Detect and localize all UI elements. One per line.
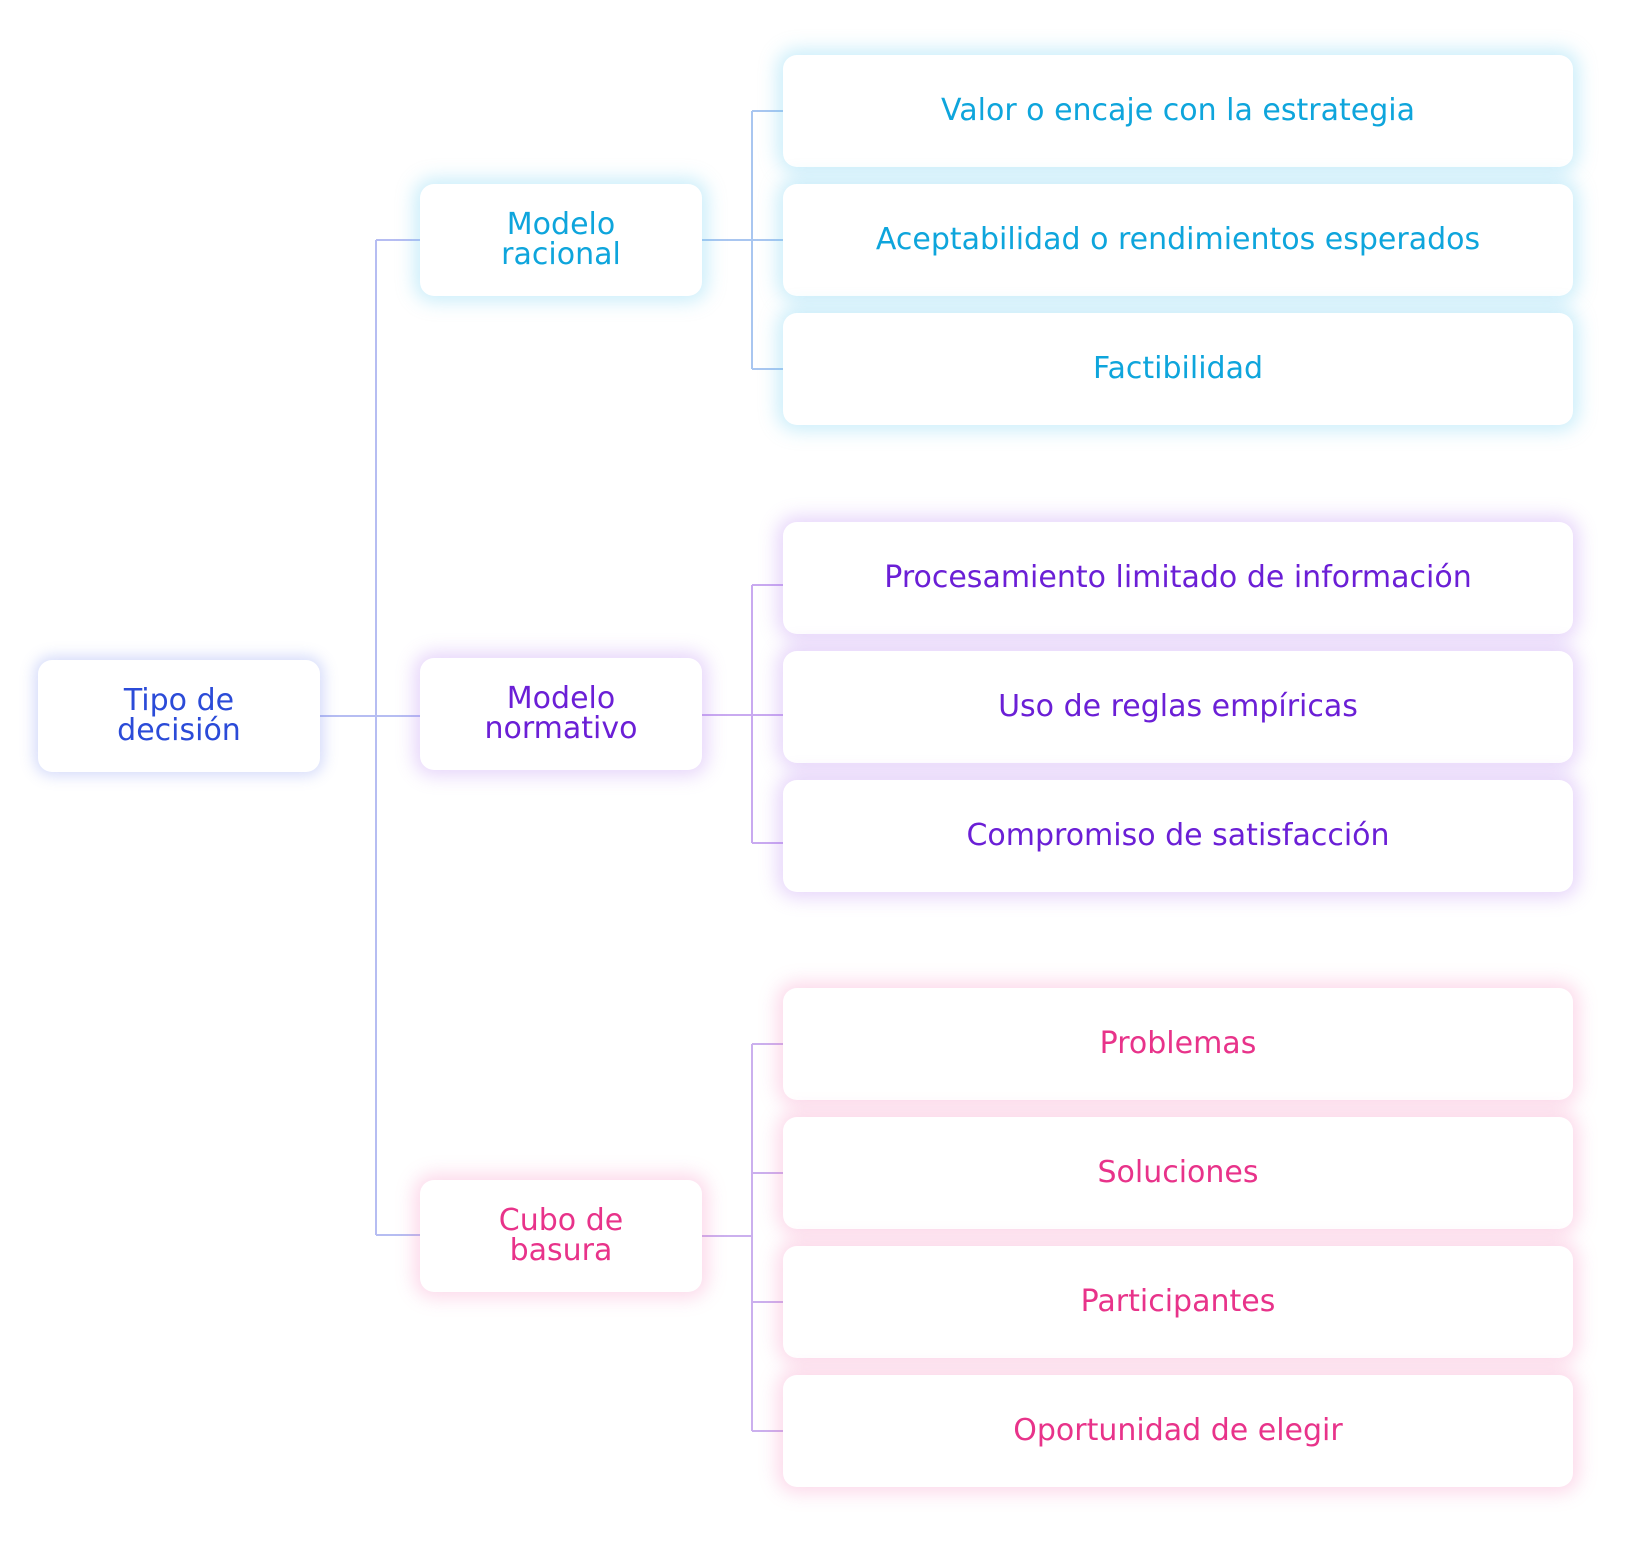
root-node-tipo-de-decision: Tipo de decisión: [38, 660, 320, 772]
branch-node-modelo-normativo: Modelo normativo: [420, 658, 702, 770]
branch-node-cubo-de-basura: Cubo de basura: [420, 1180, 702, 1292]
leaf-label: Soluciones: [1097, 1155, 1259, 1190]
leaf-label: Factibilidad: [1093, 351, 1263, 386]
leaf-node-participantes: Participantes: [783, 1246, 1573, 1358]
leaf-label: Uso de reglas empíricas: [998, 689, 1358, 724]
leaf-label: Procesamiento limitado de información: [884, 560, 1472, 595]
leaf-node-reglas-empiricas: Uso de reglas empíricas: [783, 651, 1573, 763]
branch-label-racional: Modelo racional: [501, 207, 621, 272]
leaf-node-soluciones: Soluciones: [783, 1117, 1573, 1229]
leaf-label: Participantes: [1080, 1284, 1276, 1319]
leaf-label: Aceptabilidad o rendimientos esperados: [875, 222, 1481, 257]
leaf-node-procesamiento-limitado: Procesamiento limitado de información: [783, 522, 1573, 634]
leaf-label: Problemas: [1099, 1026, 1257, 1061]
leaf-node-factibilidad: Factibilidad: [783, 313, 1573, 425]
leaf-node-problemas: Problemas: [783, 988, 1573, 1100]
leaf-label: Oportunidad de elegir: [1013, 1413, 1343, 1448]
branch-node-modelo-racional: Modelo racional: [420, 184, 702, 296]
leaf-node-compromiso-satisfaccion: Compromiso de satisfacción: [783, 780, 1573, 892]
leaf-label: Compromiso de satisfacción: [966, 818, 1390, 853]
leaf-node-aceptabilidad: Aceptabilidad o rendimientos esperados: [783, 184, 1573, 296]
root-node-label: Tipo de decisión: [117, 683, 241, 748]
leaf-node-valor-encaje: Valor o encaje con la estrategia: [783, 55, 1573, 167]
leaf-label: Valor o encaje con la estrategia: [941, 93, 1415, 128]
leaf-node-oportunidad-elegir: Oportunidad de elegir: [783, 1375, 1573, 1487]
branch-label-normativo: Modelo normativo: [484, 681, 638, 746]
branch-label-basura: Cubo de basura: [498, 1203, 624, 1268]
